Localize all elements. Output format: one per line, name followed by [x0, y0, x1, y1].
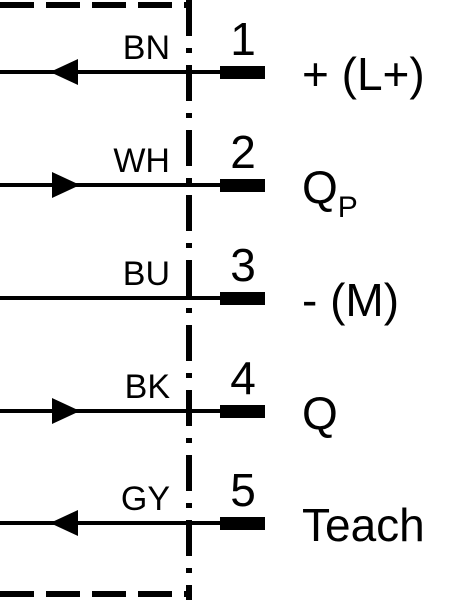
pin-number: 2 [230, 126, 256, 178]
signal-label: - (M) [302, 274, 399, 326]
wire-color-code: BU [123, 255, 170, 293]
housing-outline [0, 0, 192, 600]
wire-color-code: GY [121, 480, 170, 518]
signal-text: Teach [302, 499, 425, 551]
wire-row: BN 1 + (L+) [0, 13, 425, 100]
terminal-block [220, 405, 265, 418]
signal-label: + (L+) [302, 48, 425, 100]
pin-number: 3 [230, 239, 256, 291]
arrow-left-icon [50, 59, 78, 85]
pin-number: 1 [230, 13, 256, 65]
signal-text: Q [302, 387, 338, 439]
signal-text: - (M) [302, 274, 399, 326]
pin-number: 4 [230, 352, 256, 404]
pin-number: 5 [230, 464, 256, 516]
wire-row: BK 4Q [0, 352, 338, 439]
signal-label: QP [302, 161, 358, 224]
terminal-block [220, 66, 265, 79]
signal-subscript: P [338, 191, 358, 224]
terminal-block [220, 292, 265, 305]
signal-text: + (L+) [302, 48, 425, 100]
arrow-right-icon [52, 398, 80, 424]
wire-row: BU 3 - (M) [0, 239, 399, 326]
terminal-block [220, 179, 265, 192]
signal-label: Q [302, 387, 338, 439]
signal-label: Teach [302, 499, 425, 551]
arrow-left-icon [50, 510, 78, 536]
wire-color-code: BN [123, 29, 170, 67]
signal-text: Q [302, 161, 338, 213]
wire-color-code: BK [125, 368, 171, 406]
wire-color-code: WH [113, 142, 170, 180]
arrow-right-icon [52, 172, 80, 198]
terminal-block [220, 517, 265, 530]
